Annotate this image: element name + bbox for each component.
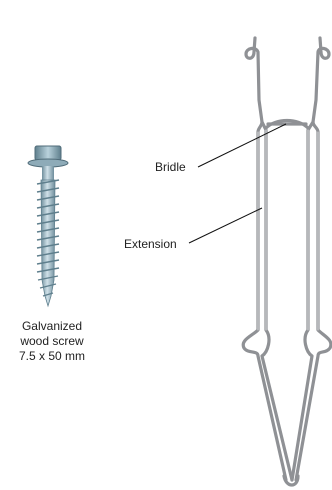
screw-caption-line-3: 7.5 x 50 mm <box>4 349 100 364</box>
extension-label: Extension <box>124 237 177 251</box>
bridle-leader-line <box>198 124 286 167</box>
bridle-label: Bridle <box>155 160 186 174</box>
screw-caption: Galvanized wood screw 7.5 x 50 mm <box>4 319 100 364</box>
wood-screw-image <box>28 146 68 306</box>
screw-caption-line-1: Galvanized <box>4 319 100 334</box>
wire-tie-image <box>243 38 331 485</box>
extension-leader-line <box>189 208 262 243</box>
screw-caption-line-2: wood screw <box>4 334 100 349</box>
